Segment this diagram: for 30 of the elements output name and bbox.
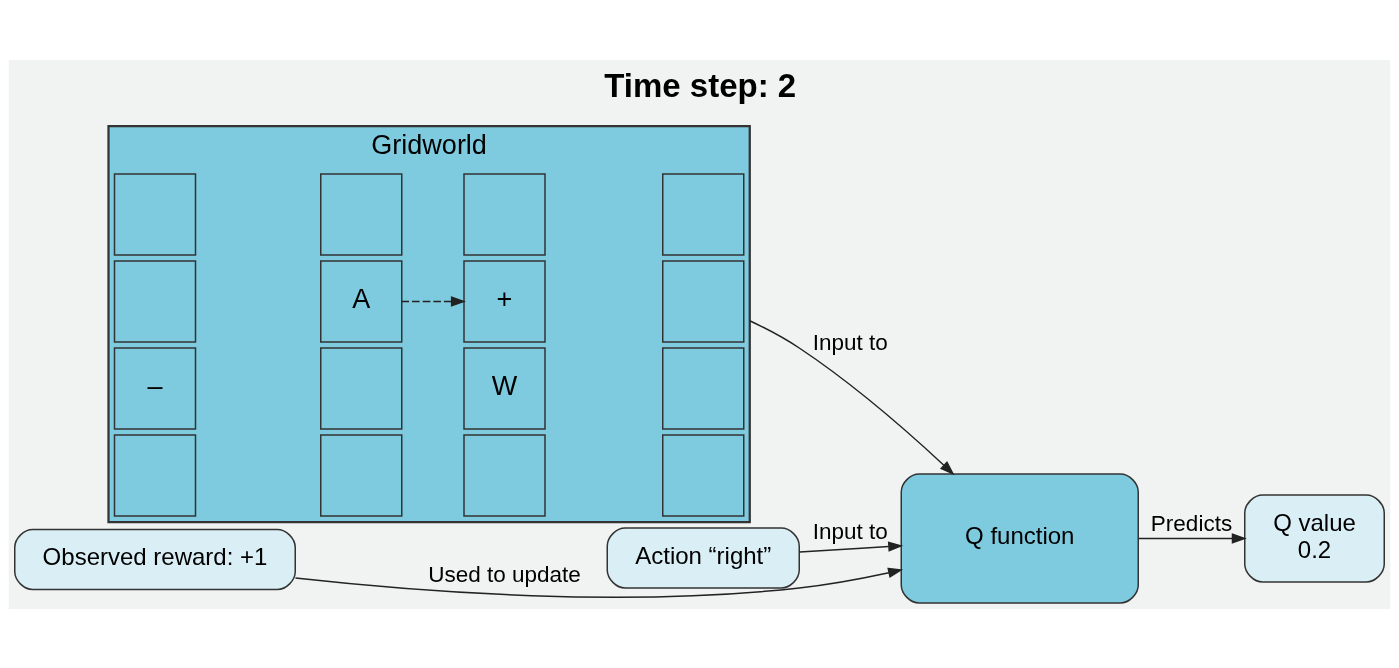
node-box bbox=[662, 433, 745, 517]
node-box bbox=[463, 172, 546, 256]
node-box bbox=[113, 172, 197, 256]
arrow bbox=[294, 567, 904, 598]
node-box bbox=[113, 259, 197, 343]
arrow bbox=[749, 319, 955, 475]
arrow bbox=[798, 540, 904, 553]
edge-label: Used to update bbox=[428, 561, 581, 587]
node-box bbox=[320, 172, 403, 256]
node-box: Q value 0.2 bbox=[1244, 493, 1385, 583]
node-box: Q function bbox=[900, 472, 1139, 604]
node-box: – bbox=[113, 346, 197, 430]
node-box: W bbox=[463, 346, 546, 430]
node-box: + bbox=[463, 259, 546, 343]
node-box bbox=[463, 433, 546, 517]
diagram-title: Time step: 2 bbox=[604, 66, 797, 104]
node-box bbox=[320, 433, 403, 517]
node-box: A bbox=[320, 259, 403, 343]
edge-label: Predicts bbox=[1150, 510, 1233, 536]
node-box bbox=[662, 172, 745, 256]
edge-label: Input to bbox=[812, 518, 888, 543]
node-box: Action “right” bbox=[606, 526, 800, 589]
edge-label: Input to bbox=[812, 329, 888, 354]
node-box bbox=[662, 346, 745, 430]
node-box bbox=[113, 433, 197, 517]
arrow bbox=[1137, 532, 1247, 544]
arrow bbox=[401, 295, 466, 307]
node-box: Observed reward: +1 bbox=[14, 528, 296, 590]
node-box bbox=[320, 346, 403, 430]
node-box bbox=[662, 259, 745, 343]
